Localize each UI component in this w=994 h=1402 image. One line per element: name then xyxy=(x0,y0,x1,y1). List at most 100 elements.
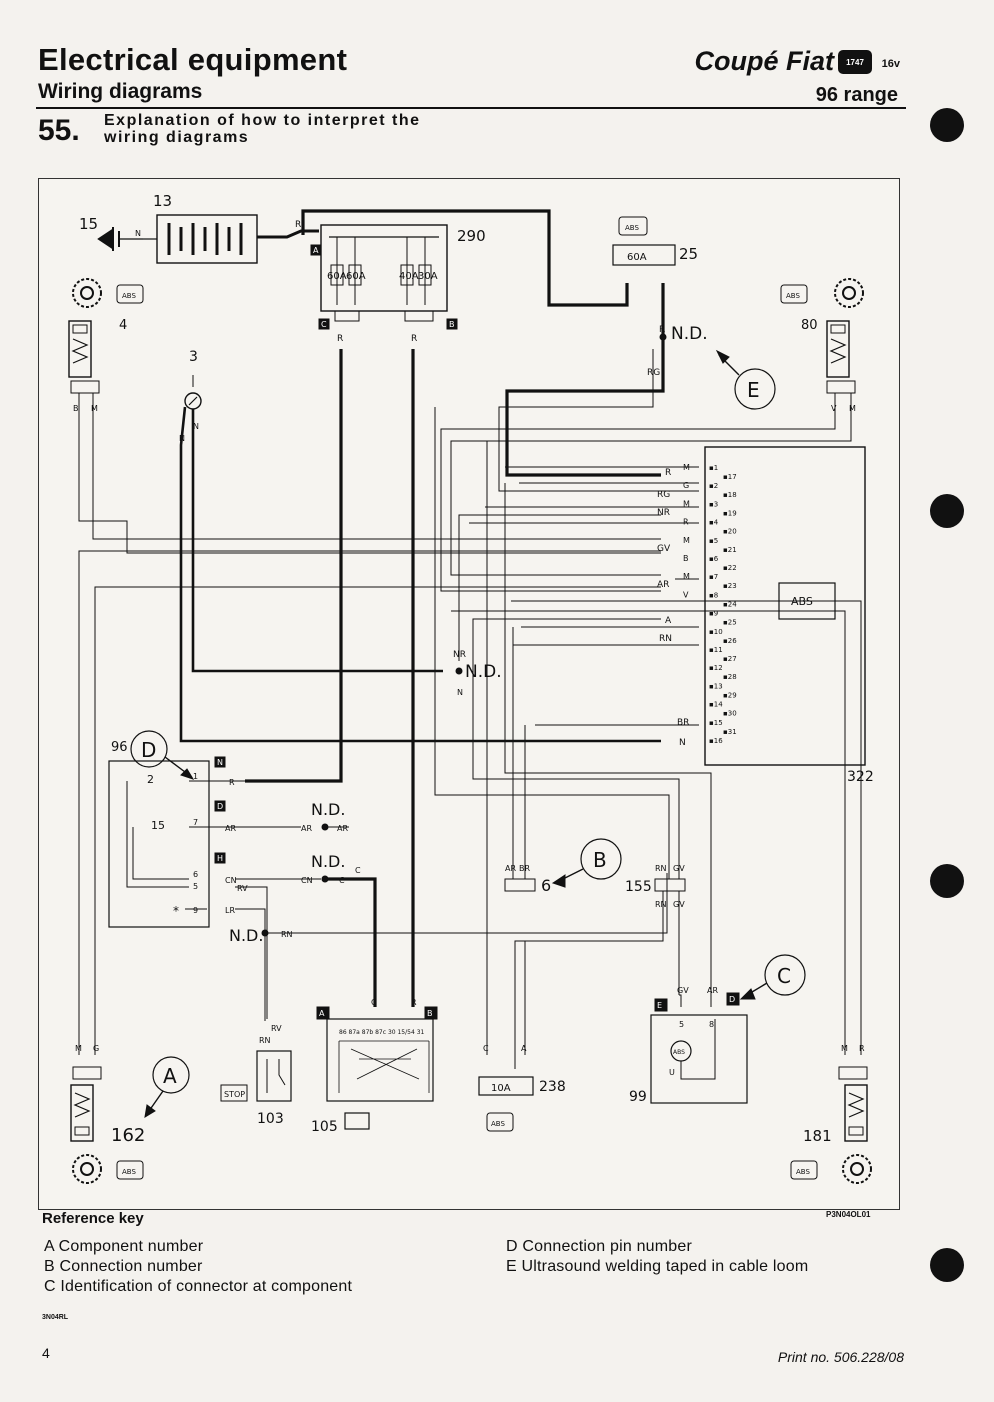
callout-e xyxy=(734,368,776,410)
section-title: Explanation of how to interpret the wiri… xyxy=(104,112,421,146)
svg-text:C: C xyxy=(371,998,377,1007)
ecu-pin-label: ▪5 xyxy=(709,537,718,545)
reference-key-item: A Component number xyxy=(44,1238,204,1255)
ecu-pin-label: ▪19 xyxy=(723,509,737,517)
svg-text:B: B xyxy=(427,1009,433,1018)
connector-6 xyxy=(504,878,536,892)
component-96 xyxy=(108,760,210,928)
connector-155 xyxy=(654,878,686,892)
ecu-pin-label: ▪21 xyxy=(723,546,737,554)
ecu-pin-label: ▪27 xyxy=(723,655,737,663)
section-number: 55. xyxy=(38,114,80,147)
label-162: 162 xyxy=(111,1125,145,1146)
key-icon xyxy=(344,1112,370,1130)
ecu-322 xyxy=(704,446,866,766)
wheel-sensor-icon xyxy=(72,278,102,308)
svg-text:N: N xyxy=(457,688,463,697)
svg-text:V: V xyxy=(831,404,837,413)
svg-text:1: 1 xyxy=(193,772,198,781)
nd-label: N.D. xyxy=(311,800,345,819)
section-title-line1: Explanation of how to interpret the xyxy=(104,112,421,129)
label-80: 80 xyxy=(801,318,818,333)
svg-text:B: B xyxy=(73,404,79,413)
nd-label-center: N.D. xyxy=(465,662,502,682)
svg-text:2: 2 xyxy=(147,773,154,786)
abs-badge-238 xyxy=(486,1112,514,1132)
label-25: 25 xyxy=(679,245,698,263)
svg-text:RN: RN xyxy=(655,900,667,909)
svg-text:RN: RN xyxy=(281,930,293,939)
brand-badge: 1747 xyxy=(838,50,872,74)
svg-text:B: B xyxy=(449,320,455,329)
punch-hole xyxy=(930,108,964,142)
connector-c-290 xyxy=(318,318,330,330)
nd-label: N.D. xyxy=(311,852,345,871)
wheel-sensor-icon xyxy=(72,1154,102,1184)
punch-hole xyxy=(930,864,964,898)
connector-a-290 xyxy=(310,244,322,256)
wire-3-n xyxy=(191,409,443,673)
ecu-pin-label: ▪26 xyxy=(723,637,737,645)
stop-switch-103 xyxy=(256,1050,292,1102)
wire-main-feed xyxy=(301,209,629,307)
punch-hole xyxy=(930,494,964,528)
reference-key-item: E Ultrasound welding taped in cable loom xyxy=(506,1258,809,1275)
svg-text:8: 8 xyxy=(709,1020,714,1029)
fuse-label: 60A xyxy=(346,271,366,282)
svg-text:GV: GV xyxy=(657,544,671,554)
wire-80-v xyxy=(440,393,836,592)
fuses-290 xyxy=(330,237,432,305)
label-99: 99 xyxy=(629,1089,647,1105)
svg-text:C: C xyxy=(355,866,361,875)
wire-290-to-96 xyxy=(245,349,343,783)
label-96: 96 xyxy=(111,740,128,755)
svg-text:R: R xyxy=(859,1044,865,1053)
ecu-wire-label: R xyxy=(683,518,689,527)
ecu-wire-label: B xyxy=(683,554,689,563)
svg-text:G: G xyxy=(93,1044,99,1053)
svg-text:AR: AR xyxy=(301,824,312,833)
abs-badge-80 xyxy=(780,284,808,304)
callout-a xyxy=(152,1056,190,1094)
svg-text:N: N xyxy=(193,422,199,431)
sensor-4 xyxy=(68,320,92,378)
print-number: Print no. 506.228/08 xyxy=(777,1349,904,1365)
label-6: 6 xyxy=(541,876,551,895)
wire-4-b xyxy=(78,393,661,554)
header-divider xyxy=(36,107,906,109)
wheel-sensor-icon xyxy=(834,278,864,308)
abs-badge-181 xyxy=(790,1160,818,1180)
svg-text:U: U xyxy=(669,1068,675,1077)
wheel-sensor-icon xyxy=(842,1154,872,1184)
svg-text:ABS: ABS xyxy=(491,1120,505,1128)
brand-suffix: 16v xyxy=(881,58,900,70)
svg-text:9: 9 xyxy=(193,906,198,915)
ecu-wire-label: V xyxy=(683,590,689,599)
fuse-25 xyxy=(612,244,676,266)
component-105 xyxy=(326,1018,434,1102)
svg-text:ABS: ABS xyxy=(122,1168,136,1176)
ecu-pin-label: ▪25 xyxy=(723,619,737,627)
reference-key-item: C Identification of connector at compone… xyxy=(44,1278,353,1295)
svg-text:E: E xyxy=(747,378,760,402)
abs-badge-25 xyxy=(618,216,648,236)
label-13: 13 xyxy=(153,192,172,210)
model-range: 96 range xyxy=(815,84,898,106)
ecu-pin-label: ▪17 xyxy=(723,473,737,481)
svg-text:AR: AR xyxy=(707,986,718,995)
page-subtitle: Wiring diagrams xyxy=(38,80,203,103)
fuse-label: 40A xyxy=(399,271,419,282)
wire-rg xyxy=(498,349,699,492)
battery-cells xyxy=(167,223,243,255)
ecu-pin-label: ▪15 xyxy=(709,719,723,727)
svg-text:RV: RV xyxy=(237,884,248,893)
svg-text:STOP: STOP xyxy=(224,1090,245,1099)
ecu-pin-label: ▪4 xyxy=(709,519,719,527)
abs-badge-162 xyxy=(116,1160,144,1180)
ecu-pin-label: ▪16 xyxy=(709,737,723,745)
ecu-pin-label: ▪7 xyxy=(709,573,718,581)
fuse-box-290 xyxy=(320,224,448,312)
section-title-line2: wiring diagrams xyxy=(104,129,250,146)
callout-b xyxy=(580,838,622,880)
ecu-pin-label: ▪18 xyxy=(723,491,737,499)
